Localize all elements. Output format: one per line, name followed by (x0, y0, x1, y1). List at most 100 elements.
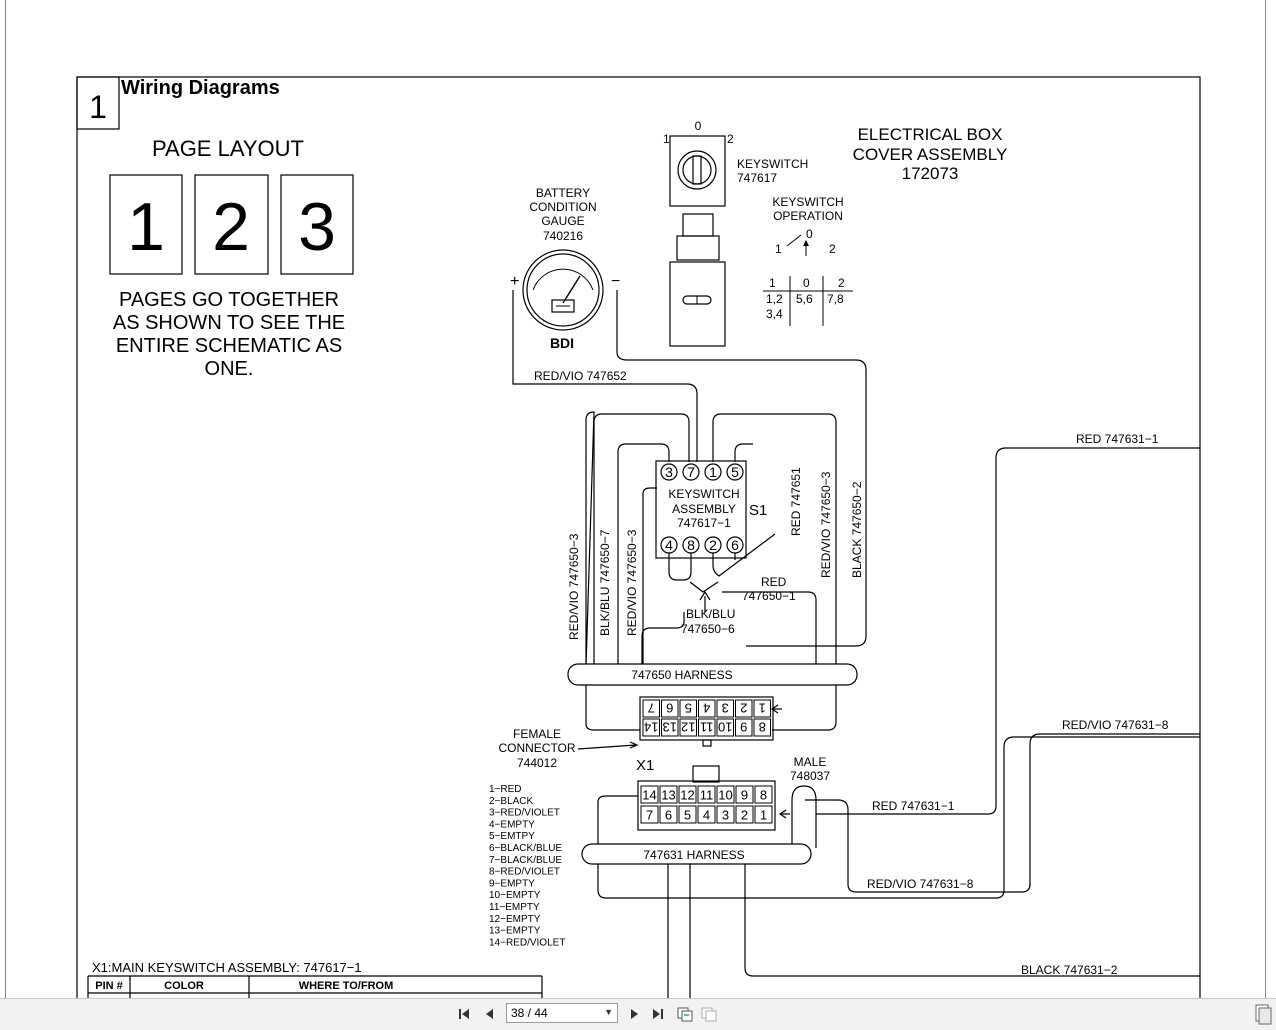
svg-text:RED/VIO 747650−3: RED/VIO 747650−3 (625, 529, 639, 636)
female-connector-cell (753, 718, 771, 737)
male-connector-cell (659, 805, 678, 824)
last-page-button[interactable] (648, 1005, 666, 1023)
male-connector-pin-number: 1 (760, 808, 767, 823)
svg-text:1: 1 (775, 242, 782, 256)
male-connector-pin-number: 12 (680, 788, 694, 803)
svg-text:OPERATION: OPERATION (773, 209, 843, 223)
pin-list-item: 11−EMPTY (489, 902, 540, 913)
svg-text:747650−1: 747650−1 (742, 589, 796, 603)
svg-text:172073: 172073 (902, 164, 959, 183)
male-connector-pin-number: 8 (760, 788, 767, 803)
fit-width-button[interactable] (699, 1005, 719, 1023)
female-connector-pin-number: 8 (759, 720, 766, 735)
previous-page-button[interactable] (481, 1005, 499, 1023)
svg-text:7: 7 (687, 464, 695, 480)
male-connector-cell (735, 785, 754, 804)
svg-text:4: 4 (665, 537, 673, 553)
svg-text:ASSEMBLY: ASSEMBLY (672, 502, 736, 516)
male-connector-cell (678, 805, 697, 824)
first-page-button[interactable] (456, 1005, 474, 1023)
fit-page-button[interactable] (675, 1005, 695, 1023)
svg-text:RED/VIO 747650−3: RED/VIO 747650−3 (819, 471, 833, 578)
keyswitch: 0 1 2 KEYSWITCH 747617 (663, 119, 808, 347)
female-connector-cell (735, 718, 753, 737)
harness-747631-band (581, 843, 812, 865)
pin-list-item: 13−EMPTY (489, 926, 541, 937)
page-number-field[interactable]: 38 / 44 ▼ (506, 1003, 618, 1023)
page-layout-boxes: 1 2 3 (109, 174, 354, 275)
male-connector-cell (716, 805, 735, 824)
pin-list-item: 7−BLACK/BLUE (489, 855, 562, 866)
viewer-toolbar: 38 / 44 ▼ (0, 998, 1276, 1030)
male-connector-pin-number: 10 (718, 788, 732, 803)
male-connector-cell (754, 785, 773, 804)
keyswitch-assembly: 3 7 1 5 KEYSWITCH ASSEMBLY 747617−1 S1 4… (655, 460, 767, 559)
svg-text:0: 0 (806, 227, 813, 241)
svg-text:6: 6 (731, 537, 739, 553)
svg-text:BLK/BLU: BLK/BLU (686, 607, 735, 621)
male-connector-cell (754, 805, 773, 824)
svg-text:747617: 747617 (737, 171, 777, 185)
harness-747650-wires (585, 411, 837, 731)
female-connector-pin-number: 12 (681, 720, 695, 735)
svg-text:GAUGE: GAUGE (541, 214, 584, 228)
svg-text:740216: 740216 (543, 229, 583, 243)
female-connector-cell (698, 699, 716, 718)
svg-text:RED 747651: RED 747651 (789, 467, 803, 536)
next-page-button[interactable] (625, 1005, 643, 1023)
svg-text:1: 1 (769, 276, 776, 290)
svg-text:1,2: 1,2 (766, 292, 783, 306)
assembly-ref: S1 (749, 502, 767, 519)
svg-text:3: 3 (665, 464, 673, 480)
female-connector-cell (642, 718, 660, 737)
pin-list-item: 8−RED/VIOLET (489, 867, 560, 878)
svg-text:COVER ASSEMBLY: COVER ASSEMBLY (853, 145, 1008, 164)
document-icon (1255, 1004, 1272, 1025)
fit-page-icon (677, 1007, 693, 1022)
female-connector-cell (661, 718, 679, 737)
first-page-icon (459, 1009, 469, 1019)
svg-text:747617−1: 747617−1 (677, 516, 731, 530)
svg-text:PAGES GO TOGETHER: PAGES GO TOGETHER (119, 289, 339, 311)
svg-text:BLACK 747631−2: BLACK 747631−2 (1021, 963, 1118, 977)
section-number: 1 (89, 89, 107, 125)
page-left-edge (5, 0, 6, 998)
pin-list-item: 5−EMTPY (489, 831, 535, 842)
page-right-edge (1265, 0, 1266, 998)
female-connector-cell (716, 718, 734, 737)
female-connector-pin-number: 5 (685, 701, 692, 716)
viewer-corner-icon[interactable] (1252, 1003, 1272, 1025)
male-connector-pin-number: 5 (684, 808, 691, 823)
harness-747631-label: 747631 HARNESS (643, 848, 744, 862)
pin-table: X1:MAIN KEYSWITCH ASSEMBLY: 747617−1 PIN… (87, 960, 543, 998)
gauge-plus: + (510, 273, 519, 290)
layout-box-2-label: 2 (212, 189, 250, 265)
page-layout-heading: PAGE LAYOUT (152, 136, 304, 161)
female-connector-cell (716, 699, 734, 718)
section-title: Wiring Diagrams (121, 77, 280, 99)
assembly-top-pins: 3 7 1 5 (660, 463, 744, 481)
svg-text:KEYSWITCH: KEYSWITCH (737, 157, 808, 171)
pin-list: 1−RED2−BLACK3−RED/VIOLET4−EMPTY5−EMTPY6−… (489, 784, 565, 948)
male-connector-pin-number: 7 (646, 808, 653, 823)
battery-condition-gauge: BATTERY CONDITION GAUGE 740216 + − BDI (510, 186, 620, 351)
svg-text:1: 1 (663, 132, 670, 146)
female-connector-cell (753, 699, 771, 718)
female-connector-pin-number: 9 (740, 720, 747, 735)
gauge-minus: − (611, 273, 620, 290)
female-connector-pin-number: 14 (644, 720, 658, 735)
svg-text:CONNECTOR: CONNECTOR (498, 741, 575, 755)
male-connector-pin-number: 11 (700, 788, 714, 803)
section-number-box (76, 76, 120, 130)
female-connector-cell (642, 699, 660, 718)
gauge-wires: RED/VIO 747652 (512, 290, 867, 647)
pin-list-item: 1−RED (489, 784, 522, 795)
assembly-bottom-pins: 4 8 2 6 (660, 536, 744, 554)
cover-assembly-label: ELECTRICAL BOX COVER ASSEMBLY 172073 (853, 125, 1008, 183)
svg-text:BLACK 747650−2: BLACK 747650−2 (850, 481, 864, 578)
svg-text:ONE.: ONE. (205, 358, 254, 380)
svg-text:MALE: MALE (794, 755, 827, 769)
svg-text:3,4: 3,4 (766, 307, 783, 321)
